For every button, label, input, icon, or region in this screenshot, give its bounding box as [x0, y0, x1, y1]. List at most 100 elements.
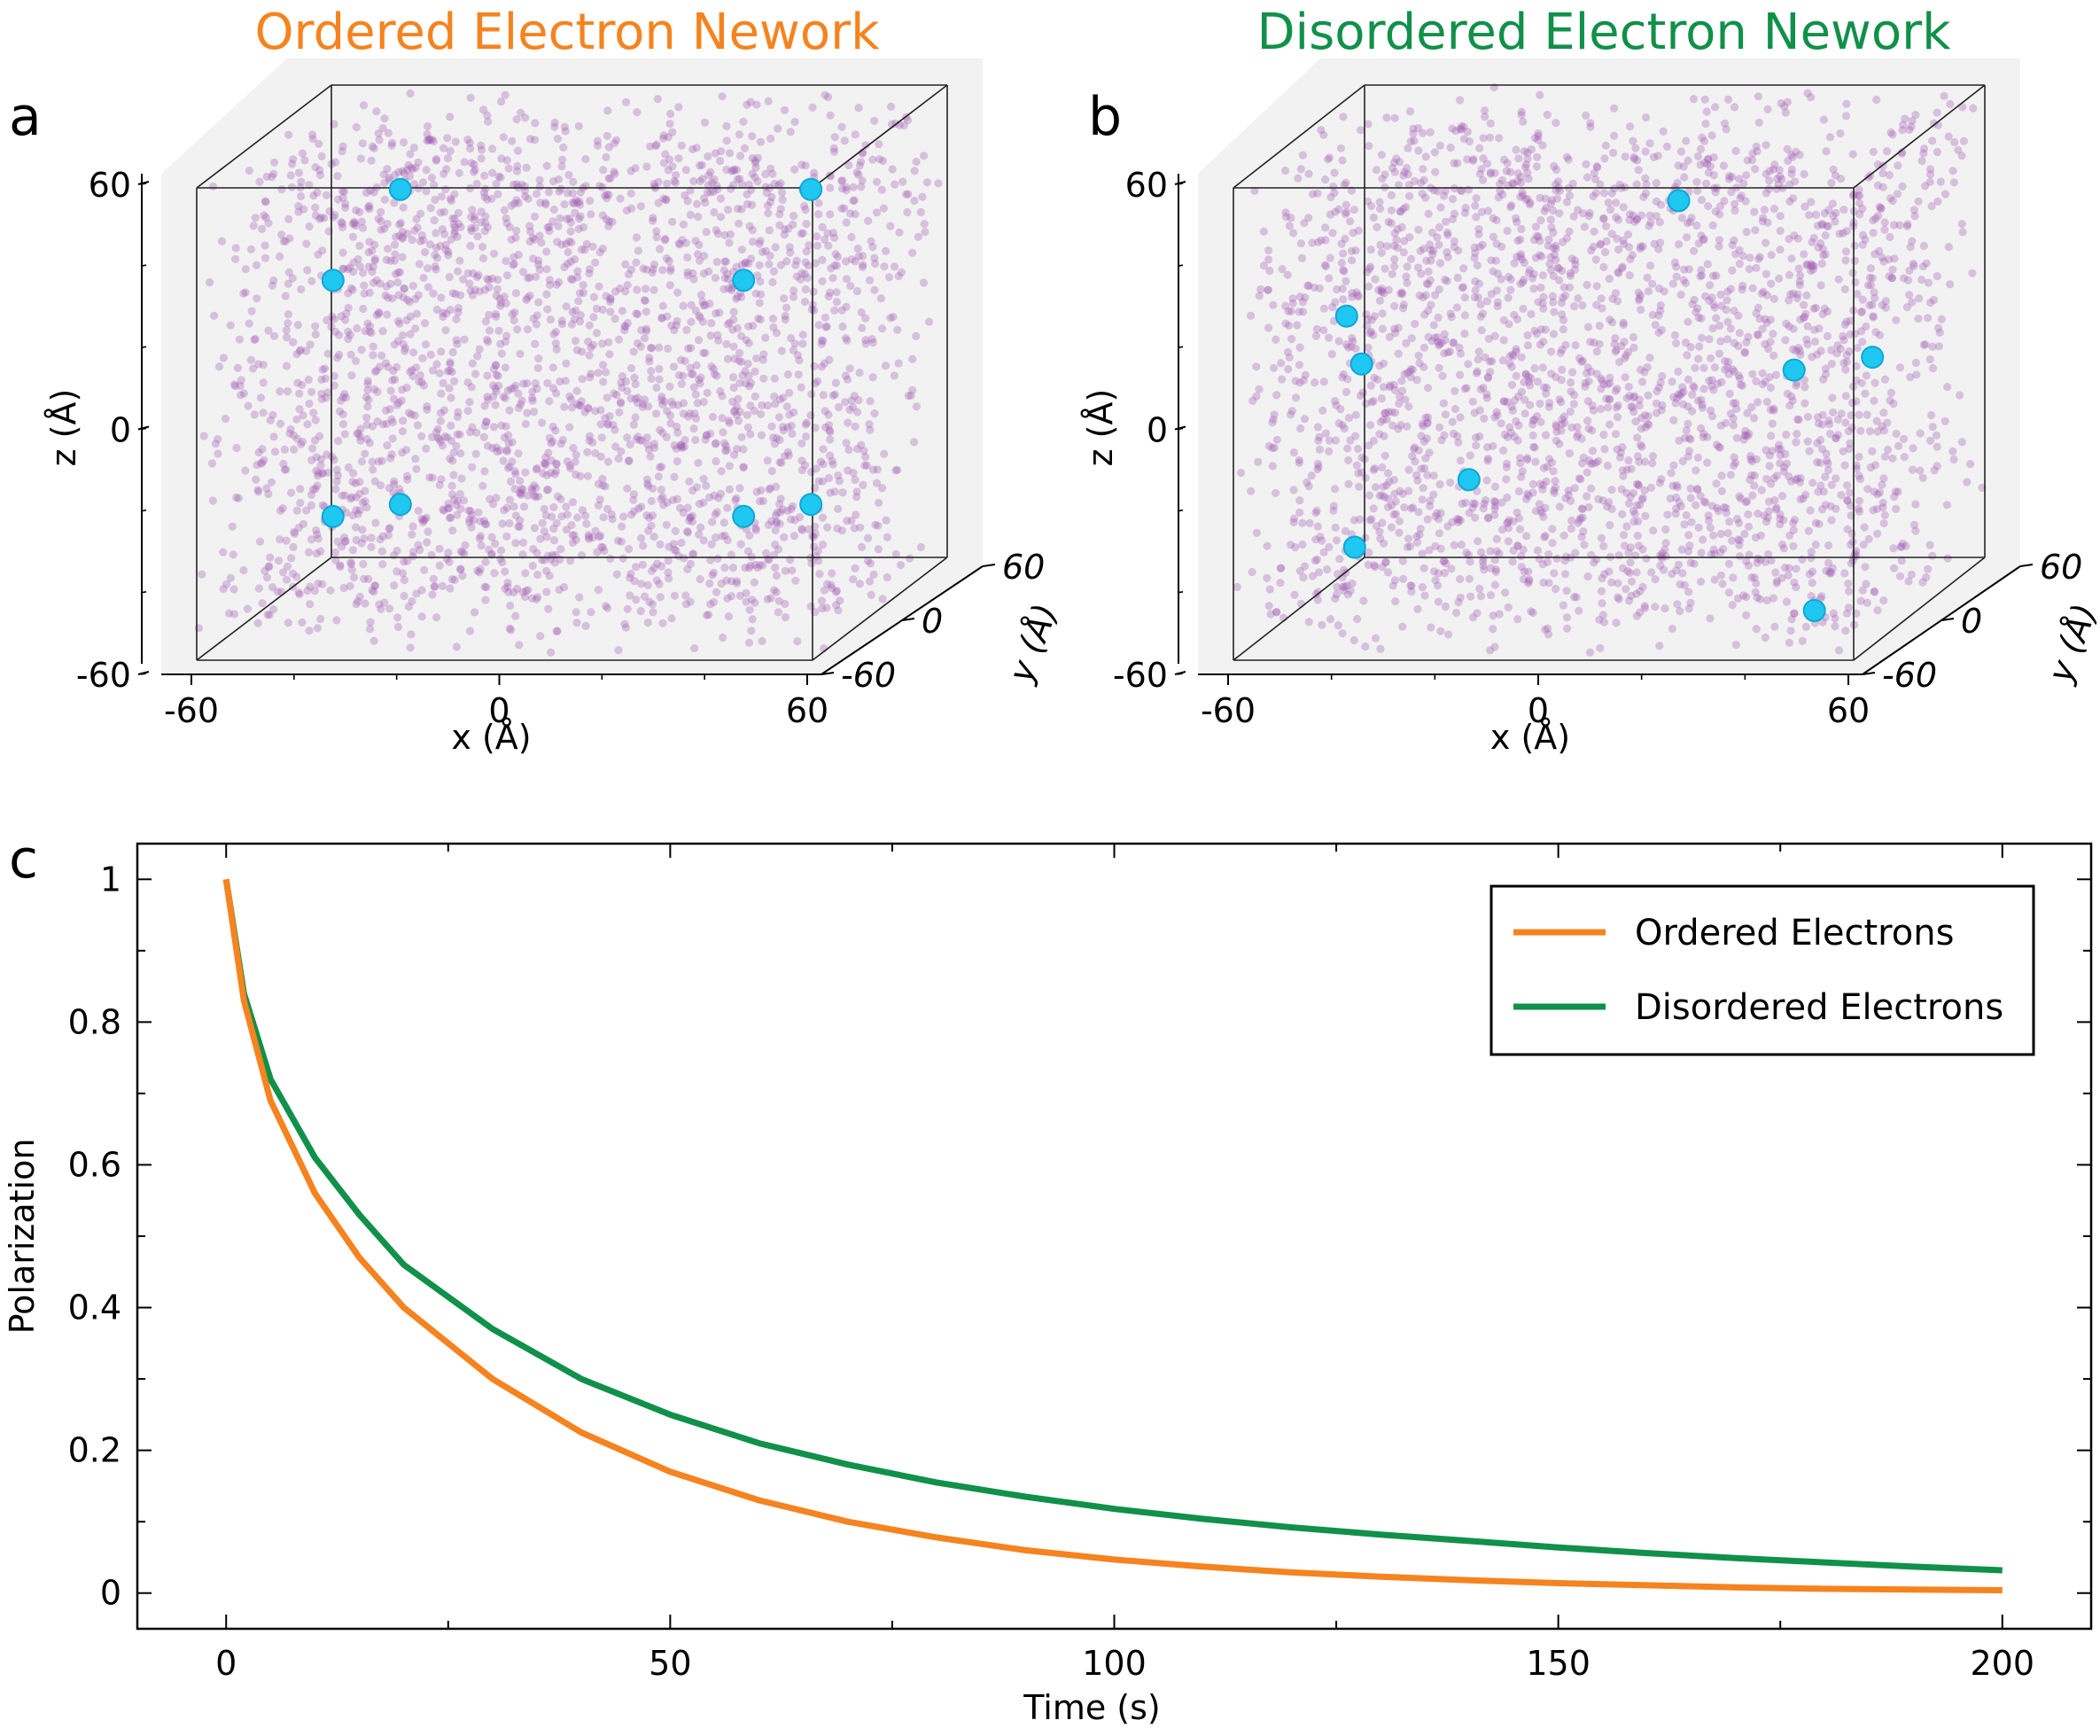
- z-tick-label: 60: [89, 166, 131, 205]
- nucleus-point: [1446, 144, 1455, 152]
- nucleus-point: [1752, 309, 1761, 318]
- nucleus-point: [1776, 514, 1785, 523]
- nucleus-point: [289, 542, 298, 552]
- nucleus-point: [815, 570, 824, 579]
- nucleus-point: [764, 209, 773, 218]
- nucleus-point: [1762, 318, 1771, 327]
- nucleus-point: [770, 179, 779, 189]
- nucleus-point: [533, 570, 542, 580]
- nucleus-point: [284, 214, 293, 223]
- nucleus-point: [827, 580, 836, 589]
- nucleus-point: [1892, 315, 1901, 324]
- nucleus-point: [428, 136, 437, 144]
- nucleus-point: [762, 549, 771, 557]
- nucleus-point: [310, 436, 320, 445]
- nucleus-point: [311, 330, 320, 339]
- nucleus-point: [524, 274, 533, 283]
- nucleus-point: [567, 403, 577, 412]
- nucleus-point: [467, 159, 476, 167]
- nucleus-point: [439, 406, 449, 415]
- nucleus-point: [1803, 437, 1812, 446]
- nucleus-point: [648, 344, 657, 353]
- nucleus-point: [548, 437, 557, 446]
- nucleus-point: [435, 434, 444, 444]
- nucleus-point: [903, 207, 912, 217]
- nucleus-point: [1456, 349, 1465, 358]
- nucleus-point: [531, 493, 541, 502]
- nucleus-point: [408, 371, 417, 381]
- nucleus-point: [603, 420, 612, 429]
- nucleus-point: [812, 552, 821, 561]
- nucleus-point: [471, 212, 479, 221]
- nucleus-point: [1676, 147, 1685, 156]
- nucleus-point: [916, 207, 925, 217]
- nucleus-point: [1638, 545, 1647, 554]
- nucleus-point: [854, 252, 863, 261]
- nucleus-point: [816, 457, 826, 466]
- nucleus-point: [269, 432, 278, 441]
- nucleus-point: [575, 200, 585, 209]
- nucleus-point: [508, 136, 517, 145]
- nucleus-point: [1708, 221, 1717, 230]
- nucleus-point: [1575, 606, 1583, 615]
- nucleus-point: [1618, 510, 1627, 518]
- nucleus-point: [409, 180, 419, 189]
- nucleus-point: [1435, 529, 1443, 538]
- nucleus-point: [852, 286, 862, 296]
- nucleus-point: [1459, 264, 1468, 273]
- nucleus-point: [357, 457, 366, 466]
- nucleus-point: [1655, 642, 1664, 650]
- nucleus-point: [1683, 351, 1692, 360]
- nucleus-point: [1288, 229, 1298, 237]
- nucleus-point: [851, 257, 859, 266]
- nucleus-point: [824, 292, 833, 301]
- nucleus-point: [740, 144, 750, 152]
- nucleus-point: [1684, 531, 1693, 540]
- nucleus-point: [758, 401, 766, 409]
- nucleus-point: [461, 541, 470, 550]
- nucleus-point: [572, 535, 580, 544]
- nucleus-point: [489, 364, 499, 374]
- nucleus-point: [367, 542, 376, 551]
- nucleus-point: [856, 523, 865, 532]
- nucleus-point: [1398, 386, 1407, 395]
- nucleus-point: [338, 222, 347, 231]
- nucleus-point: [1474, 354, 1482, 364]
- nucleus-point: [604, 174, 613, 183]
- nucleus-point: [338, 187, 347, 196]
- nucleus-point: [1820, 304, 1829, 313]
- nucleus-point: [1415, 359, 1424, 368]
- nucleus-point: [502, 156, 512, 165]
- nucleus-point: [1731, 146, 1740, 155]
- nucleus-point: [1424, 384, 1433, 393]
- nucleus-point: [1692, 466, 1700, 475]
- nucleus-point: [352, 356, 361, 365]
- nucleus-point: [887, 102, 896, 111]
- nucleus-point: [1464, 185, 1473, 194]
- nucleus-point: [425, 473, 434, 482]
- nucleus-point: [1949, 178, 1958, 187]
- nucleus-point: [226, 321, 235, 330]
- nucleus-point: [842, 218, 851, 227]
- nucleus-point: [1394, 349, 1403, 358]
- nucleus-point: [847, 255, 856, 264]
- nucleus-point: [464, 506, 473, 515]
- nucleus-point: [481, 212, 490, 221]
- nucleus-point: [657, 313, 666, 323]
- nucleus-point: [1546, 266, 1556, 275]
- nucleus-point: [1911, 500, 1920, 509]
- nucleus-point: [787, 504, 796, 514]
- nucleus-point: [1549, 330, 1559, 339]
- nucleus-point: [634, 393, 642, 402]
- electron-point: [321, 504, 345, 528]
- nucleus-point: [338, 409, 347, 419]
- nucleus-point: [507, 626, 516, 634]
- nucleus-point: [449, 471, 458, 479]
- nucleus-point: [800, 269, 809, 278]
- nucleus-point: [720, 274, 729, 283]
- nucleus-point: [1387, 206, 1396, 214]
- nucleus-point: [1638, 494, 1647, 502]
- nucleus-point: [602, 602, 611, 611]
- nucleus-point: [1295, 496, 1304, 505]
- nucleus-point: [622, 206, 632, 215]
